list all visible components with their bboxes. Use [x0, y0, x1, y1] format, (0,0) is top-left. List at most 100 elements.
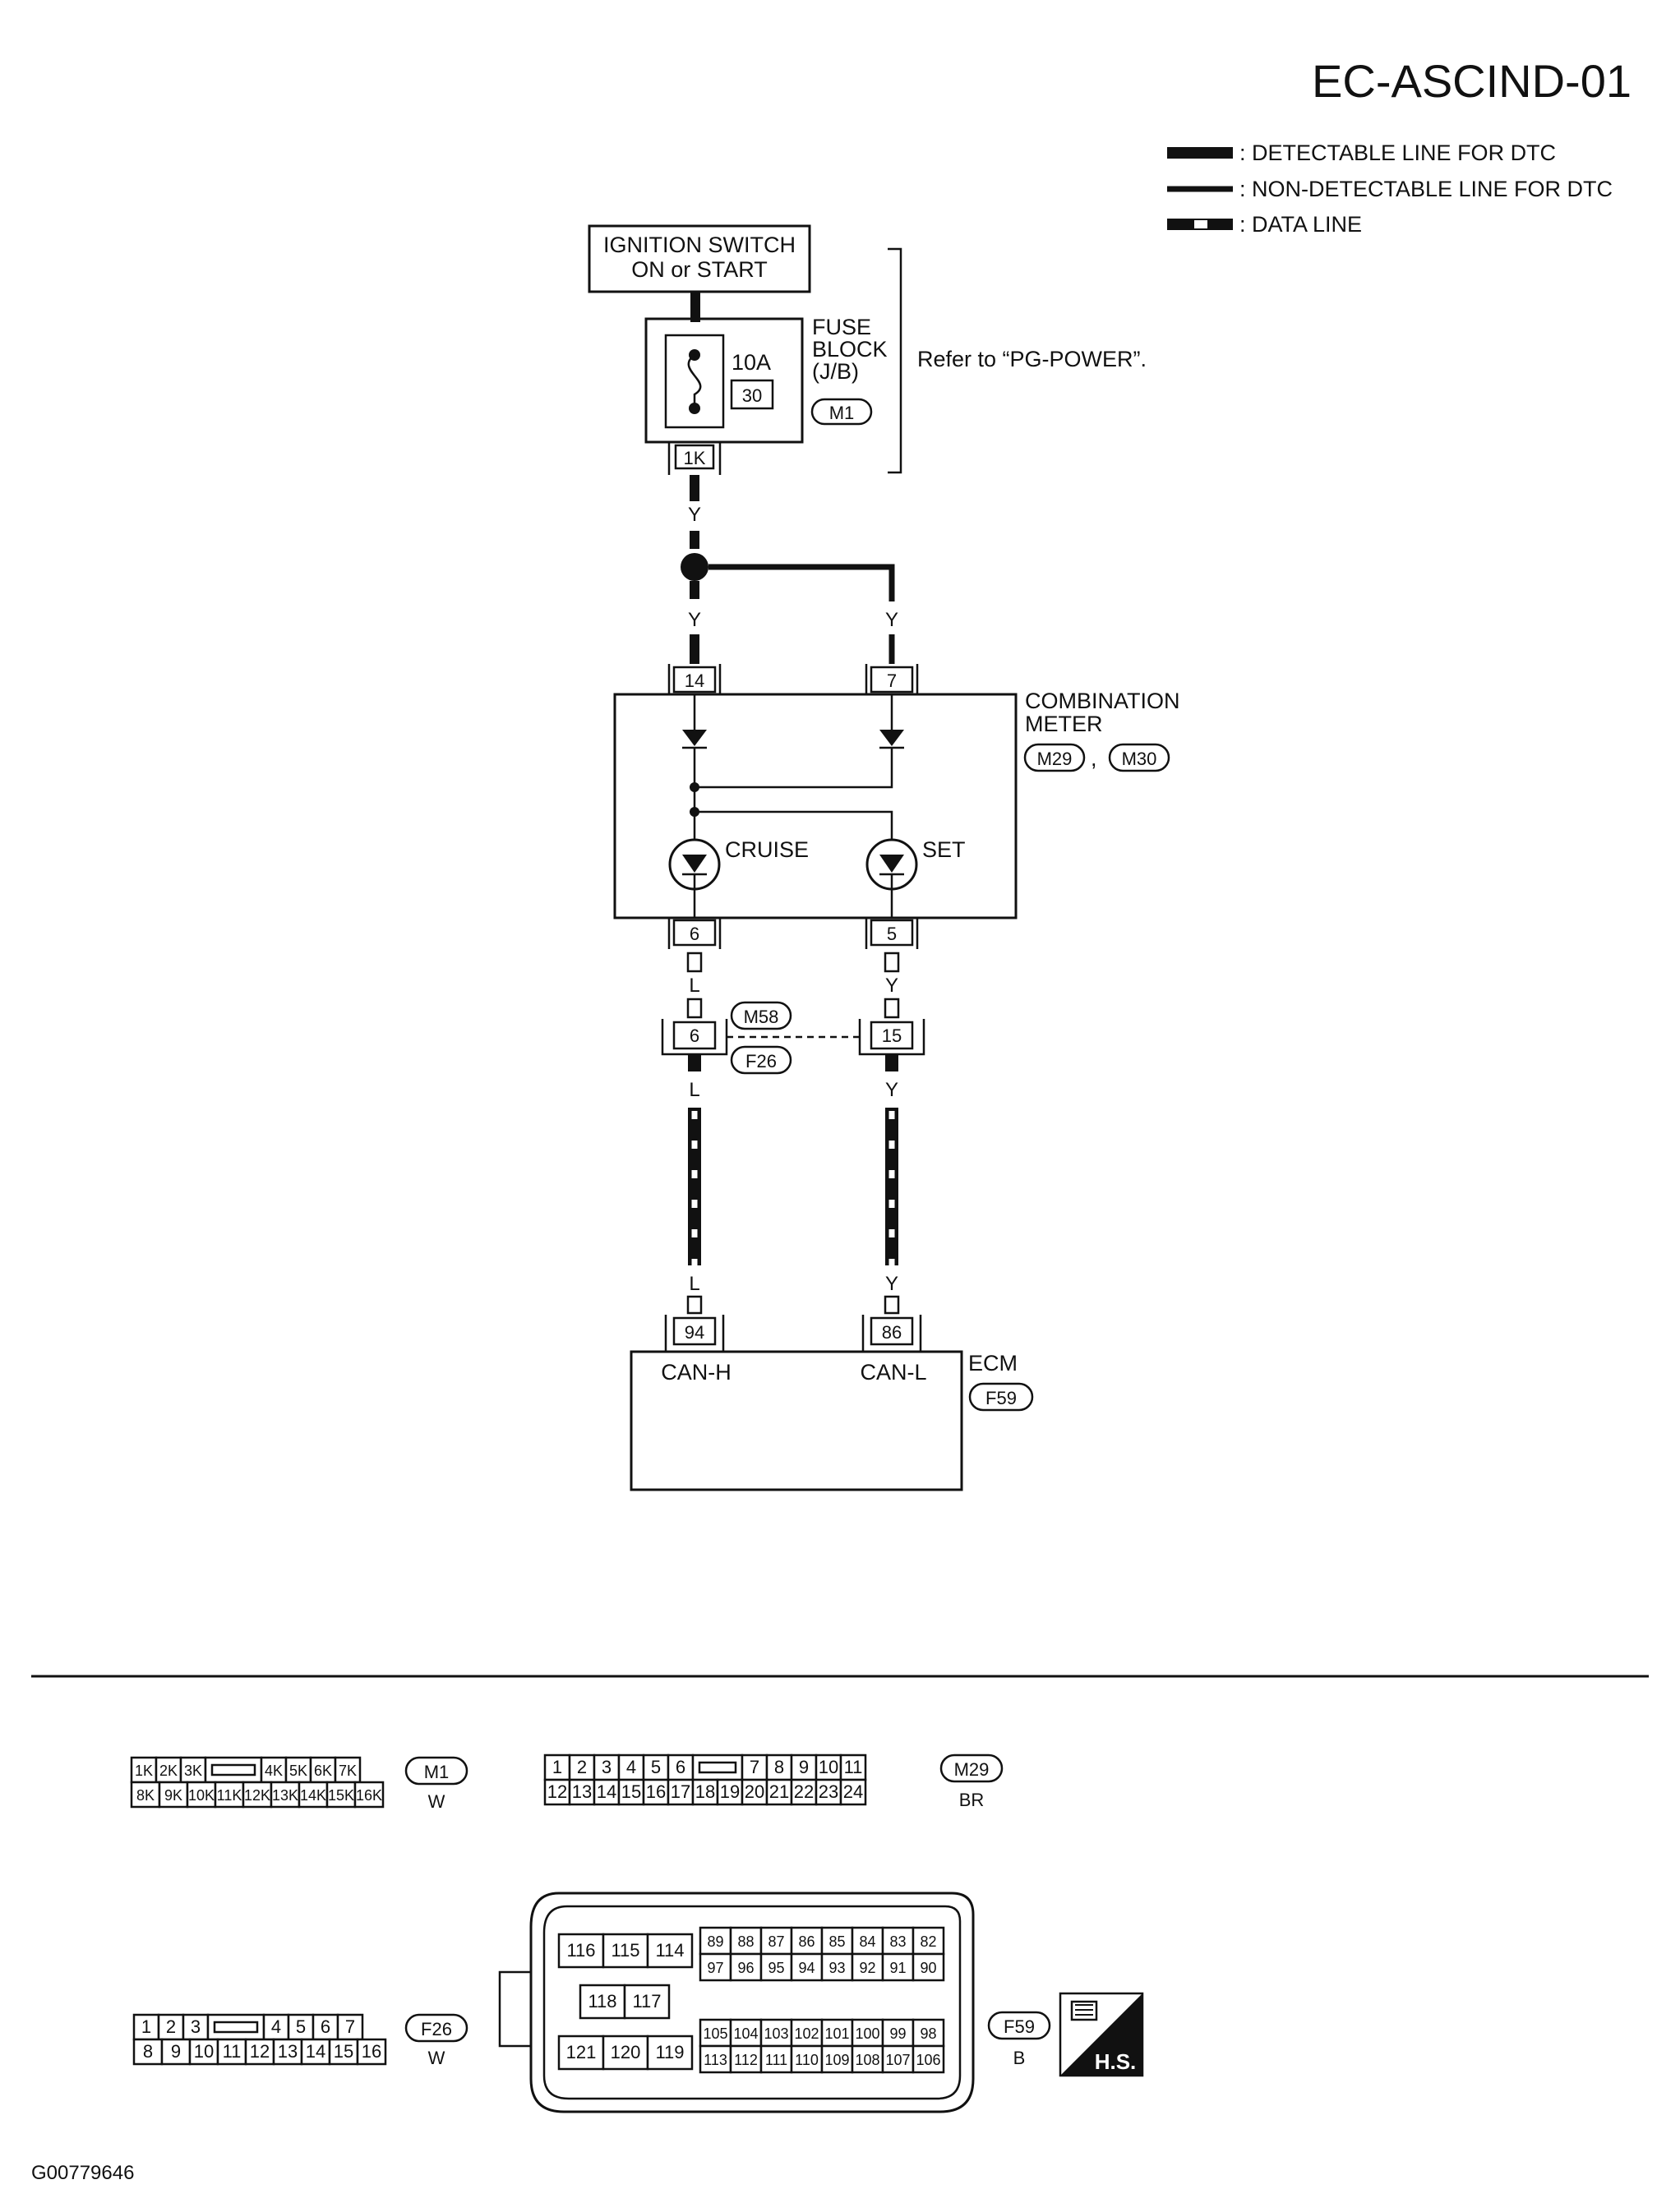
cruise-lamp-label: CRUISE	[725, 837, 809, 862]
connector-cavity	[851, 2018, 884, 2048]
fuse-refer-note: Refer to “PG-POWER”.	[917, 347, 1147, 371]
connector-pin-label: 17	[671, 1781, 690, 1802]
connector-cavity	[851, 2044, 884, 2074]
connector-pin-label: 5	[296, 2016, 306, 2037]
connector-pin-label: 111	[765, 2052, 787, 2068]
joint-connector-top: M58	[744, 1007, 779, 1027]
meter-pin7: 7	[887, 671, 897, 691]
meter-pin14: 14	[685, 671, 704, 691]
meter-wire-to-set	[695, 810, 893, 840]
connector-cavity	[820, 2018, 854, 2048]
connector-pin-label: 2	[166, 2016, 176, 2037]
connector-cavity	[336, 2013, 364, 2041]
connector-pin-label: 13	[278, 2041, 298, 2062]
connector-pin-label: 88	[737, 1933, 754, 1950]
connector-pin-label: 8K	[136, 1787, 155, 1804]
legend-non-detectable-text: : NON-DETECTABLE LINE FOR DTC	[1239, 177, 1613, 201]
connector-cavity	[325, 1781, 357, 1809]
meter-pin5: 5	[887, 924, 897, 944]
connector-pin-label: 86	[798, 1933, 815, 1950]
stub-left-2	[686, 998, 703, 1019]
ecm-term-can-h: CAN-H	[661, 1360, 732, 1385]
connector-pin-label: 22	[794, 1781, 814, 1802]
joint-pin15: 15	[882, 1025, 902, 1046]
connector-cavity	[617, 1778, 645, 1806]
connector-pin-label: 101	[824, 2025, 849, 2042]
connector-pin-label: 95	[768, 1960, 784, 1976]
connector-cavity	[881, 2044, 915, 2074]
connector-pin-label: 12	[547, 1781, 567, 1802]
fuse-block-label-1: FUSE	[812, 315, 871, 339]
connector-pin-label: 92	[859, 1960, 875, 1976]
connector-m1-id: M1	[424, 1762, 450, 1782]
connector-pin-label: 13K	[272, 1787, 298, 1804]
connector-cavity	[839, 1753, 867, 1781]
connector-pin-label: 119	[655, 2042, 684, 2062]
connector-m29-color: BR	[959, 1790, 985, 1810]
connector-cavity	[646, 1933, 694, 1969]
connector-key-icon	[213, 2021, 259, 2034]
stub-left-1	[686, 952, 703, 973]
wire-color-y-1: Y	[688, 504, 701, 526]
connector-cavity	[270, 1781, 301, 1809]
meter-label-2: METER	[1025, 712, 1103, 736]
connector-cavity	[790, 1778, 818, 1806]
connector-cavity	[741, 1778, 768, 1806]
connector-f59-housing	[529, 1892, 975, 2113]
connector-cavity	[881, 1952, 915, 1982]
fuse-block-outline	[644, 317, 804, 444]
meter-connector-id-1: M29	[1037, 749, 1073, 769]
connector-pin-label: 115	[611, 1940, 639, 1961]
joint-pin6: 6	[690, 1025, 699, 1046]
connector-pin-label: 20	[745, 1781, 764, 1802]
connector-pin-label: 15	[334, 2041, 353, 2062]
connector-pin-label: 8	[774, 1757, 784, 1777]
set-lamp-label: SET	[922, 837, 966, 862]
fuse-holder	[664, 334, 725, 429]
figure-code: G00779646	[31, 2162, 134, 2184]
fuse-element-icon	[687, 353, 702, 408]
connector-pin-label: 108	[855, 2052, 879, 2068]
connector-cavity	[912, 1926, 945, 1956]
connector-f26-tag	[404, 2013, 468, 2043]
connector-pin-label: 12K	[244, 1787, 270, 1804]
connector-cavity	[593, 1778, 621, 1806]
meter-pin14-box	[672, 666, 717, 694]
connector-pin-label: 82	[920, 1933, 936, 1950]
joint-tag-top	[730, 1001, 792, 1030]
connector-cavity	[623, 1984, 671, 2020]
connector-pin-label: 116	[566, 1940, 595, 1961]
connector-cavity	[881, 2018, 915, 2048]
hs-badge-text: H.S.	[1095, 2049, 1137, 2074]
ecm-connector-tag	[968, 1382, 1034, 1412]
meter-pin6-sleeve	[667, 918, 722, 949]
ignition-switch-state: ON or START	[631, 257, 768, 282]
connector-cavity	[132, 2038, 164, 2066]
connector-pin-label: 99	[889, 2025, 906, 2042]
connector-pin-label: 90	[920, 1960, 936, 1976]
meter-connector-tag-1	[1023, 743, 1086, 772]
stub-right-2	[884, 998, 900, 1019]
connector-f59-tag	[987, 2011, 1051, 2040]
meter-pin5-sleeve	[865, 918, 919, 949]
connector-pin-label: 3	[602, 1757, 612, 1777]
joint-pin15-box	[870, 1021, 914, 1050]
splice-point	[681, 553, 708, 581]
fuse-terminal-box	[674, 444, 715, 470]
connector-pin-label: 7	[345, 2016, 355, 2037]
connector-pin-label: 94	[798, 1960, 815, 1976]
connector-pin-label: 120	[611, 2042, 641, 2062]
connector-cavity	[186, 1781, 217, 1809]
connector-pin-label: 9	[171, 2041, 181, 2062]
legend: : DETECTABLE LINE FOR DTC : NON-DETECTAB…	[1167, 141, 1613, 237]
joint-tag-bottom	[730, 1045, 792, 1075]
connector-m29-tag	[939, 1753, 1004, 1783]
ignition-switch-label: IGNITION SWITCH	[603, 233, 796, 257]
connector-cavity	[300, 2038, 331, 2066]
